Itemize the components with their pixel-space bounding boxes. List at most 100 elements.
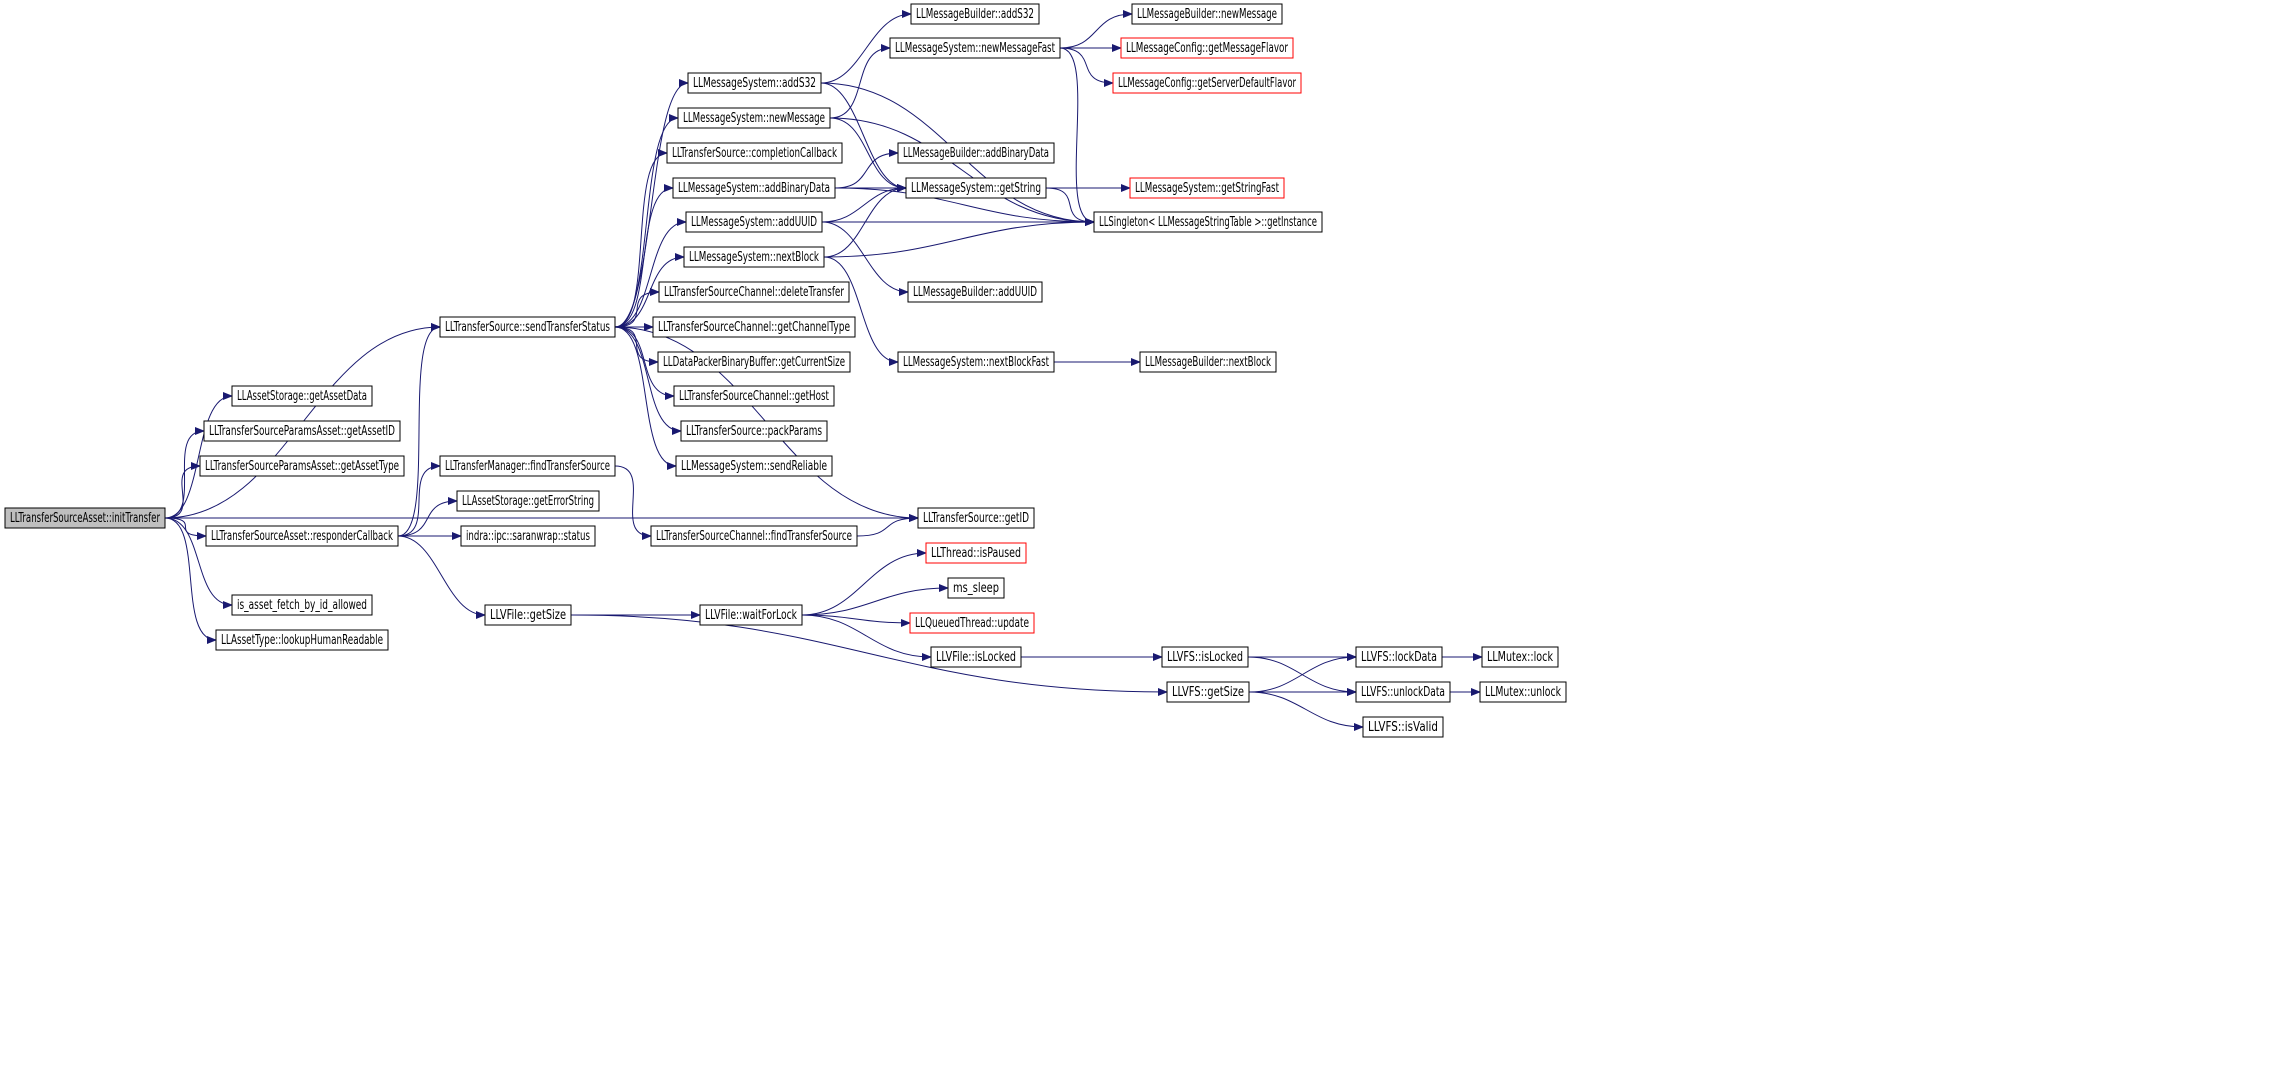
function-node[interactable]: LLTransferSource::sendTransferStatus <box>439 316 616 338</box>
function-node[interactable]: LLVFile::waitForLock <box>699 604 803 626</box>
function-node[interactable]: LLVFS::lockData <box>1355 646 1443 668</box>
function-node[interactable]: LLMessageSystem::getStringFast <box>1129 177 1285 199</box>
call-edge <box>1059 47 1095 226</box>
function-node[interactable]: LLTransferSourceChannel::deleteTransfer <box>658 281 850 303</box>
function-node[interactable]: LLAssetType::lookupHumanReadable <box>215 629 389 651</box>
call-edge <box>614 218 687 328</box>
call-edge <box>397 497 458 537</box>
function-node[interactable]: LLVFS::isLocked <box>1161 646 1249 668</box>
node-box <box>909 612 1035 634</box>
call-edge <box>1059 10 1133 49</box>
node-box <box>199 455 405 477</box>
call-edge <box>614 114 679 328</box>
node-label: LLAssetStorage::getAssetData <box>237 389 367 404</box>
function-node[interactable]: LLTransferManager::findTransferSource <box>439 455 616 477</box>
function-node[interactable]: LLMessageSystem::newMessage <box>677 107 831 129</box>
node-box <box>1139 351 1277 373</box>
node-label: LLTransferSourceAsset::initTransfer <box>10 511 160 526</box>
function-node[interactable]: LLVFile::getSize <box>484 604 572 626</box>
node-label: LLVFile::getSize <box>490 608 566 623</box>
function-node[interactable]: LLMessageBuilder::nextBlock <box>1139 351 1277 373</box>
function-node[interactable]: LLMessageSystem::nextBlockFast <box>897 351 1055 373</box>
function-node[interactable]: LLMessageBuilder::addBinaryData <box>897 142 1055 164</box>
node-label: LLMessageBuilder::newMessage <box>1137 7 1277 22</box>
function-node[interactable]: LLMessageConfig::getServerDefaultFlavor <box>1112 72 1302 94</box>
function-node[interactable]: LLMessageSystem::sendReliable <box>675 455 833 477</box>
function-node[interactable]: LLMessageSystem::nextBlock <box>683 246 825 268</box>
function-node[interactable]: LLTransferSource::packParams <box>680 420 828 442</box>
function-node[interactable]: LLTransferSourceChannel::getHost <box>673 385 835 407</box>
function-node[interactable]: LLTransferSourceParamsAsset::getAssetID <box>203 420 401 442</box>
node-box <box>897 142 1055 164</box>
function-node[interactable]: LLMessageSystem::addS32 <box>687 72 822 94</box>
node-box <box>658 281 850 303</box>
function-node[interactable]: LLVFS::isValid <box>1362 716 1444 738</box>
node-label: LLMessageSystem::newMessage <box>683 111 825 126</box>
function-node[interactable]: LLTransferSource::getID <box>917 507 1035 529</box>
node-box <box>1355 646 1443 668</box>
function-node[interactable]: LLMessageSystem::newMessageFast <box>889 37 1061 59</box>
node-box <box>666 142 843 164</box>
function-node[interactable]: LLMessageBuilder::addS32 <box>910 3 1040 25</box>
call-edge <box>821 221 909 296</box>
node-label: LLTransferManager::findTransferSource <box>445 459 610 474</box>
node-label: ms_sleep <box>953 581 999 596</box>
node-label: LLTransferSourceChannel::findTransferSou… <box>656 529 852 544</box>
call-edge <box>1248 653 1357 693</box>
function-node[interactable]: LLTransferSourceChannel::findTransferSou… <box>650 525 858 547</box>
function-node[interactable]: LLMessageSystem::addUUID <box>685 211 823 233</box>
call-edge <box>164 427 205 519</box>
node-label: LLMessageBuilder::addS32 <box>916 7 1034 22</box>
node-box <box>650 525 858 547</box>
node-box <box>897 351 1055 373</box>
node-box <box>889 37 1061 59</box>
node-box <box>675 455 833 477</box>
function-node[interactable]: LLAssetStorage::getErrorString <box>456 490 600 512</box>
function-node[interactable]: LLSingleton< LLMessageStringTable >::get… <box>1093 211 1323 233</box>
function-node[interactable]: LLMutex::lock <box>1481 646 1559 668</box>
node-label: LLVFS::unlockData <box>1361 685 1445 700</box>
function-node[interactable]: LLAssetStorage::getAssetData <box>231 385 373 407</box>
node-box <box>4 507 166 529</box>
node-label: LLVFile::waitForLock <box>705 608 797 623</box>
function-node[interactable]: LLVFS::unlockData <box>1355 681 1451 703</box>
function-node[interactable]: LLMessageSystem::getString <box>905 177 1047 199</box>
function-node[interactable]: LLMutex::unlock <box>1479 681 1567 703</box>
node-label: LLMutex::unlock <box>1485 685 1561 700</box>
call-edge <box>164 517 217 644</box>
function-node[interactable]: LLVFS::getSize <box>1166 681 1250 703</box>
node-box <box>1166 681 1250 703</box>
function-node[interactable]: LLQueuedThread::update <box>909 612 1035 634</box>
function-node[interactable]: LLTransferSourceAsset::responderCallback <box>205 525 399 547</box>
function-node[interactable]: ms_sleep <box>947 577 1005 599</box>
call-edge <box>1045 187 1095 226</box>
function-node[interactable]: indra::ipc::saranwrap::status <box>460 525 596 547</box>
function-node[interactable]: LLMessageBuilder::newMessage <box>1131 3 1283 25</box>
function-node[interactable]: LLTransferSourceChannel::getChannelType <box>652 316 856 338</box>
function-node[interactable]: LLTransferSourceParamsAsset::getAssetTyp… <box>199 455 405 477</box>
function-node[interactable]: LLVFile::isLocked <box>930 646 1022 668</box>
call-edge <box>829 44 891 119</box>
function-node[interactable]: LLTransferSource::completionCallback <box>666 142 843 164</box>
function-node[interactable]: is_asset_fetch_by_id_allowed <box>231 594 373 616</box>
function-node[interactable]: LLMessageConfig::getMessageFlavor <box>1120 37 1294 59</box>
node-box <box>677 107 831 129</box>
node-label: LLTransferSource::sendTransferStatus <box>445 320 610 335</box>
node-box <box>910 3 1040 25</box>
function-node[interactable]: LLThread::isPaused <box>925 542 1027 564</box>
node-label: LLTransferSource::getID <box>923 511 1029 526</box>
function-node[interactable]: LLDataPackerBinaryBuffer::getCurrentSize <box>657 351 851 373</box>
call-edge <box>801 614 932 661</box>
node-box <box>1479 681 1567 703</box>
call-edge <box>801 549 927 616</box>
node-box <box>1131 3 1283 25</box>
node-label: LLTransferSourceAsset::responderCallback <box>211 529 393 544</box>
call-edge <box>823 184 907 258</box>
function-node[interactable]: LLMessageSystem::addBinaryData <box>672 177 836 199</box>
call-edge <box>164 462 201 519</box>
edge-layer <box>164 10 1483 731</box>
node-box <box>205 525 399 547</box>
function-node[interactable]: LLMessageBuilder::addUUID <box>907 281 1043 303</box>
node-box <box>699 604 803 626</box>
